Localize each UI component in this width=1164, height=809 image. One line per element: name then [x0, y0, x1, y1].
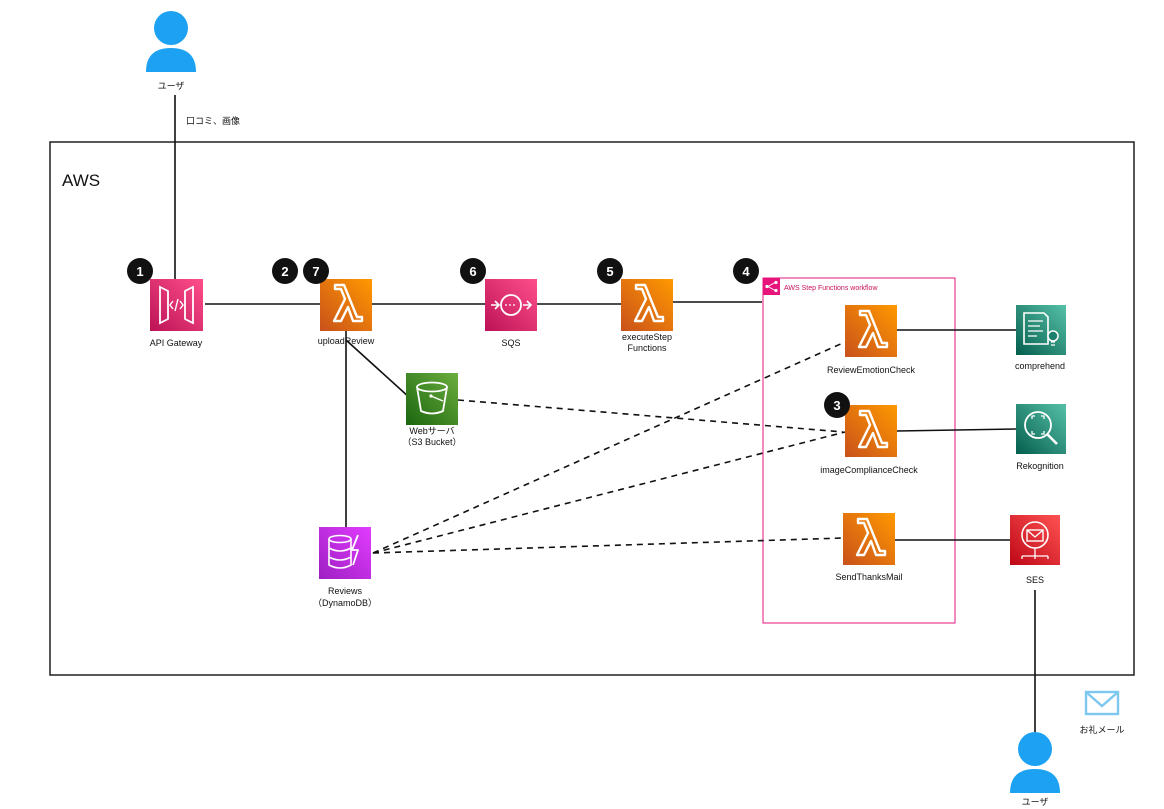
svg-text:6: 6 — [469, 264, 476, 279]
step-functions-icon — [763, 278, 780, 295]
sqs-label: SQS — [501, 338, 520, 348]
svg-text:7: 7 — [312, 264, 319, 279]
lambda-icon — [843, 513, 895, 565]
svg-text:1: 1 — [136, 264, 143, 279]
aws-cloud-boundary — [49, 141, 1135, 676]
api-gateway-label: API Gateway — [150, 338, 203, 348]
review-emotion-label: ReviewEmotionCheck — [827, 365, 916, 375]
api-gateway-icon — [150, 279, 203, 331]
ses-label: SES — [1026, 575, 1044, 585]
mail-label: お礼メール — [1079, 724, 1124, 735]
lambda-icon — [320, 279, 372, 331]
dynamodb-icon — [319, 527, 371, 579]
step-badge: 1 — [127, 258, 153, 284]
step-badge: 3 — [824, 392, 850, 418]
top-user-label: ユーザ — [158, 81, 185, 91]
execute-step-label-1: executeStep — [622, 332, 672, 342]
execute-step-label-2: Functions — [627, 343, 667, 353]
svg-text:4: 4 — [742, 264, 750, 279]
sqs-icon — [485, 279, 537, 331]
step-badge: 4 — [733, 258, 759, 284]
step-badge: 5 — [597, 258, 623, 284]
user-icon — [146, 11, 196, 72]
mail-icon — [1084, 690, 1120, 716]
step-functions-group — [762, 277, 956, 624]
comprehend-label: comprehend — [1015, 361, 1065, 371]
send-thanks-label: SendThanksMail — [835, 572, 902, 582]
step-functions-label: AWS Step Functions workflow — [784, 285, 878, 292]
s3-label-1: Webサーバ — [409, 426, 454, 436]
dynamodb-label-1: Reviews — [328, 586, 363, 596]
step-badge: 6 — [460, 258, 486, 284]
comprehend-icon — [1016, 305, 1066, 355]
bottom-user-label: ユーザ — [1022, 797, 1049, 807]
s3-label-2: （S3 Bucket） — [402, 437, 461, 447]
upload-edge-label: 口コミ、画像 — [186, 115, 240, 126]
solid-connectors — [174, 95, 1036, 733]
lambda-icon — [621, 279, 673, 331]
dashed-connectors — [372, 341, 846, 554]
step-badge: 7 — [303, 258, 329, 284]
lambda-icon — [845, 305, 897, 357]
lambda-icon — [845, 405, 897, 457]
aws-title: AWS — [62, 171, 100, 190]
upload-review-label: uploadReview — [318, 336, 375, 346]
svg-text:3: 3 — [833, 398, 840, 413]
rekognition-label: Rekognition — [1016, 461, 1064, 471]
s3-bucket-icon — [406, 373, 458, 425]
ses-icon — [1010, 515, 1060, 565]
rekognition-icon — [1016, 404, 1066, 454]
user-icon — [1010, 732, 1060, 793]
image-compliance-label: imageComplianceCheck — [820, 465, 918, 475]
svg-text:2: 2 — [281, 264, 288, 279]
dynamodb-label-2: （DynamoDB） — [313, 598, 377, 608]
step-badge: 2 — [272, 258, 298, 284]
svg-text:5: 5 — [606, 264, 613, 279]
